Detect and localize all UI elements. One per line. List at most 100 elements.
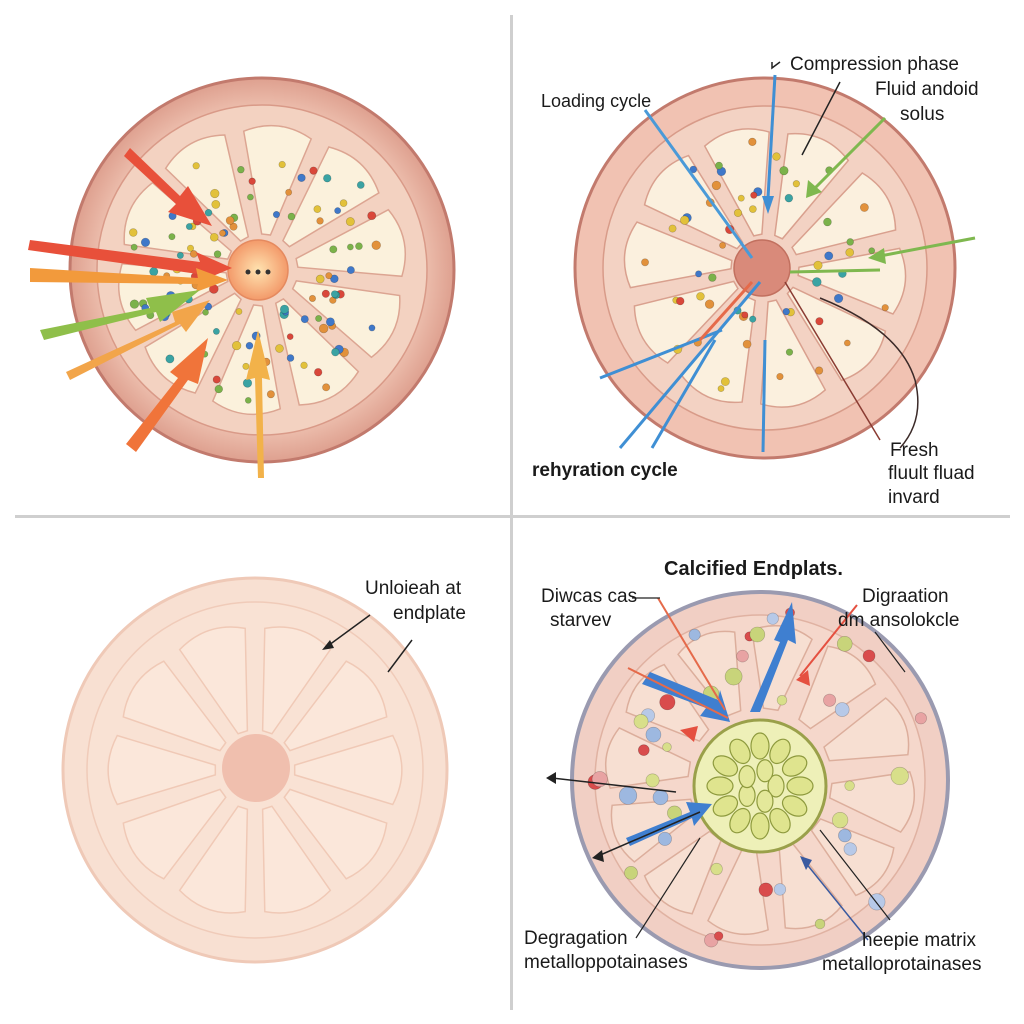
lobe xyxy=(144,292,243,394)
particle xyxy=(210,188,220,199)
lobe xyxy=(164,134,250,242)
particle xyxy=(749,315,757,323)
particle xyxy=(355,242,363,250)
particle xyxy=(776,695,788,706)
particle xyxy=(823,693,837,707)
particle xyxy=(300,315,309,324)
lobe xyxy=(122,788,227,880)
label-unload-line1: Unloieah at xyxy=(365,578,462,599)
nucleus-lobes xyxy=(623,128,907,408)
particle xyxy=(339,199,348,207)
label-fresh-line3: invard xyxy=(888,487,940,508)
particle xyxy=(676,296,685,306)
particle xyxy=(845,248,855,257)
particle xyxy=(688,628,701,641)
cell xyxy=(729,807,751,834)
particle xyxy=(245,341,254,350)
particle xyxy=(213,250,222,258)
lobe xyxy=(123,181,233,260)
particle xyxy=(659,694,676,711)
label-fluid-line2: solus xyxy=(900,104,945,125)
particle xyxy=(720,377,730,387)
particle xyxy=(843,842,857,856)
lobe xyxy=(211,304,282,416)
red-arrow-upper xyxy=(124,148,212,226)
particle xyxy=(749,626,766,643)
label-degradation-top-line2: dm ansolokcle xyxy=(838,610,960,631)
label-degradation-bottom-line2: metalloppotainases xyxy=(524,952,688,973)
particle xyxy=(212,375,221,384)
particle xyxy=(334,207,342,215)
particle xyxy=(824,251,834,261)
particle xyxy=(862,649,876,663)
particle xyxy=(750,191,758,199)
particle xyxy=(229,222,238,231)
particle xyxy=(356,181,365,189)
particle xyxy=(779,166,789,176)
particle xyxy=(330,290,339,298)
particle xyxy=(314,368,323,377)
particle xyxy=(695,270,703,278)
particle xyxy=(618,786,638,805)
cell xyxy=(750,812,770,840)
label-rehydration-cycle: rehyration cycle xyxy=(532,460,678,481)
lobe xyxy=(707,848,769,936)
particle xyxy=(741,311,749,319)
cell xyxy=(769,807,791,834)
lobe xyxy=(283,660,388,752)
vertical-divider xyxy=(510,15,513,1010)
lobe xyxy=(798,645,877,730)
cell xyxy=(729,738,751,765)
particle xyxy=(836,636,853,652)
lobe xyxy=(281,146,380,248)
particle xyxy=(748,137,757,147)
lobe xyxy=(778,843,843,930)
particle xyxy=(749,205,757,213)
particle xyxy=(704,299,715,309)
particle xyxy=(300,361,308,369)
particle xyxy=(330,274,339,284)
load-arrows xyxy=(28,148,270,478)
particle xyxy=(645,726,662,743)
particle xyxy=(323,174,332,183)
particle xyxy=(286,354,295,362)
orange-arrow-lower xyxy=(66,300,210,380)
particle xyxy=(645,773,660,788)
lobe xyxy=(623,221,733,289)
particle xyxy=(313,205,322,214)
particle xyxy=(881,304,889,312)
particle xyxy=(185,223,193,230)
particle xyxy=(814,918,826,930)
particle xyxy=(766,612,779,625)
particle xyxy=(890,766,909,786)
particle xyxy=(214,384,223,394)
core-cells xyxy=(706,732,814,840)
particle xyxy=(278,160,286,169)
particle xyxy=(266,390,275,399)
cell xyxy=(786,776,814,796)
orange-arrow xyxy=(30,268,228,292)
lobe xyxy=(643,154,744,250)
cell xyxy=(781,755,808,777)
lobe xyxy=(242,124,313,236)
particle xyxy=(331,347,340,357)
particle xyxy=(325,272,333,280)
lobe xyxy=(604,727,692,789)
particle xyxy=(717,385,725,393)
particle xyxy=(772,152,781,161)
label-unload-line2: endplate xyxy=(393,603,466,624)
particle xyxy=(823,217,832,227)
red-arrow xyxy=(28,240,232,284)
particle xyxy=(211,199,221,209)
lobe xyxy=(810,818,895,897)
particle xyxy=(742,339,752,349)
particle xyxy=(272,211,280,219)
particle xyxy=(279,304,290,314)
label-fresh-line1: Fresh xyxy=(890,440,939,461)
particle xyxy=(689,165,698,174)
particle xyxy=(844,780,855,791)
particle xyxy=(833,293,844,304)
lobe xyxy=(786,286,887,382)
